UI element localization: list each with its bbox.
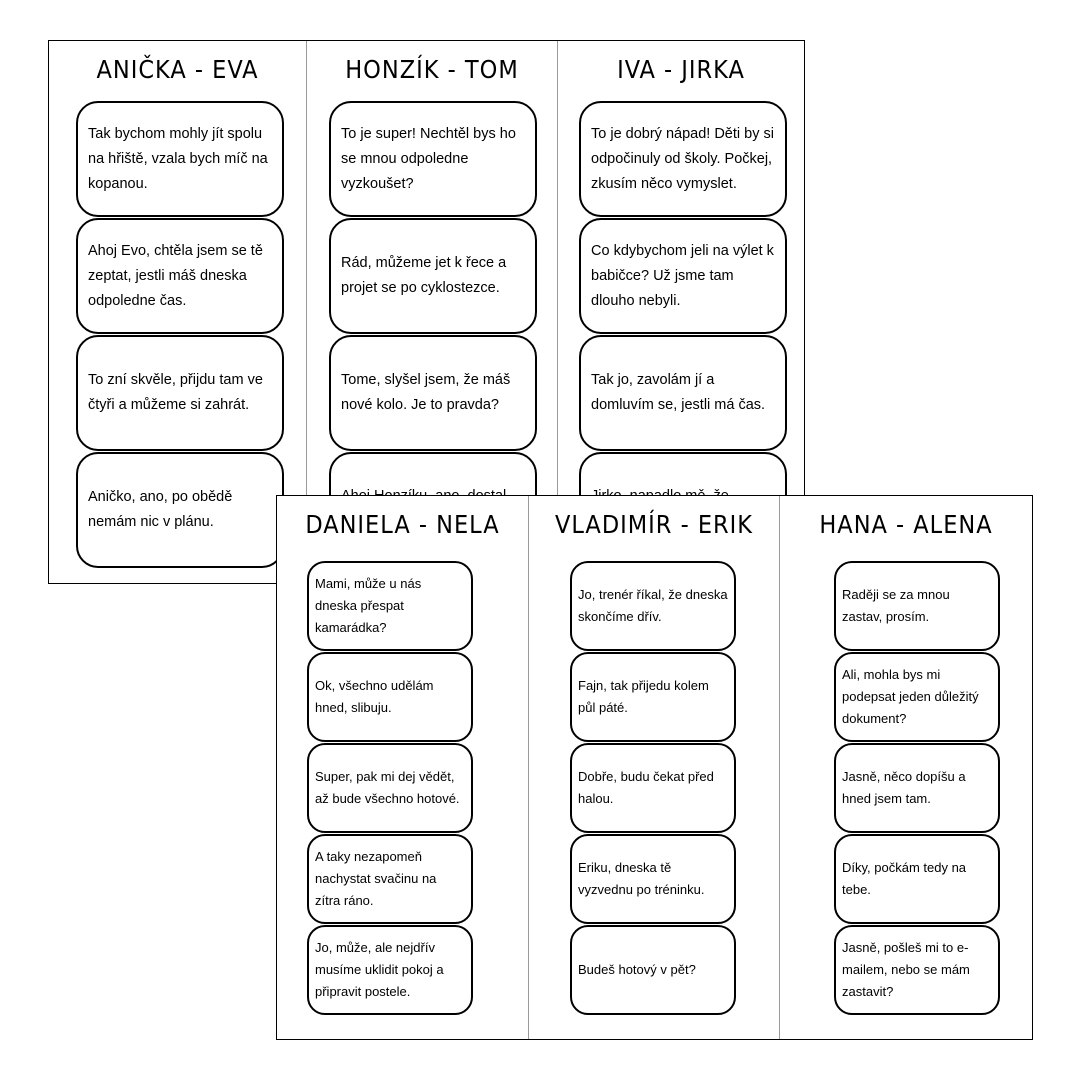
dialogue-card: To je super! Nechtěl bys ho se mnou odpo… — [329, 101, 537, 217]
dialogue-card: Díky, počkám tedy na tebe. — [834, 834, 1000, 924]
dialogue-card: Tak bychom mohly jít spolu na hřiště, vz… — [76, 101, 284, 217]
dialogue-card: Ok, všechno udělám hned, slibuju. — [307, 652, 473, 742]
dialogue-card: Tome, slyšel jsem, že máš nové kolo. Je … — [329, 335, 537, 451]
dialogue-column-daniela-nela: DANIELA - NELA Mami, může u nás dneska p… — [277, 496, 528, 1039]
dialogue-card: To je dobrý nápad! Děti by si odpočinuly… — [579, 101, 787, 217]
column-title: DANIELA - NELA — [305, 510, 500, 539]
column-title: VLADIMÍR - ERIK — [554, 510, 754, 539]
dialogue-card: Rád, můžeme jet k řece a projet se po cy… — [329, 218, 537, 334]
column-title: IVA - JIRKA — [617, 55, 745, 84]
column-title: ANIČKA - EVA — [96, 55, 259, 84]
dialogue-card: Jo, může, ale nejdřív musíme uklidit pok… — [307, 925, 473, 1015]
dialogue-card: Aničko, ano, po obědě nemám nic v plánu. — [76, 452, 284, 568]
dialogue-card: Tak jo, zavolám jí a domluvím se, jestli… — [579, 335, 787, 451]
dialogue-card: Ahoj Evo, chtěla jsem se tě zeptat, jest… — [76, 218, 284, 334]
dialogue-card: Dobře, budu čekat před halou. — [570, 743, 736, 833]
dialogue-sheet-front: DANIELA - NELA Mami, může u nás dneska p… — [276, 495, 1033, 1040]
dialogue-column-anicka-eva: ANIČKA - EVA Tak bychom mohly jít spolu … — [49, 41, 306, 583]
dialogue-column-hana-alena: HANA - ALENA Raději se za mnou zastav, p… — [779, 496, 1032, 1039]
dialogue-card: Budeš hotový v pět? — [570, 925, 736, 1015]
dialogue-card: Super, pak mi dej vědět, až bude všechno… — [307, 743, 473, 833]
dialogue-card: Jo, trenér říkal, že dneska skončíme dří… — [570, 561, 736, 651]
column-title: HONZÍK - TOM — [345, 55, 519, 84]
dialogue-card: A taky nezapomeň nachystat svačinu na zí… — [307, 834, 473, 924]
dialogue-card: Jasně, pošleš mi to e-mailem, nebo se má… — [834, 925, 1000, 1015]
dialogue-card: Eriku, dneska tě vyzvednu po tréninku. — [570, 834, 736, 924]
dialogue-card: Jasně, něco dopíšu a hned jsem tam. — [834, 743, 1000, 833]
dialogue-card: Fajn, tak přijedu kolem půl páté. — [570, 652, 736, 742]
dialogue-card: To zní skvěle, přijdu tam ve čtyři a můž… — [76, 335, 284, 451]
dialogue-sheet-back: ANIČKA - EVA Tak bychom mohly jít spolu … — [48, 40, 805, 584]
dialogue-card: Co kdybychom jeli na výlet k babičce? Už… — [579, 218, 787, 334]
dialogue-card: Mami, může u nás dneska přespat kamarádk… — [307, 561, 473, 651]
dialogue-column-iva-jirka: IVA - JIRKA To je dobrý nápad! Děti by s… — [557, 41, 804, 583]
dialogue-card: Ali, mohla bys mi podepsat jeden důležit… — [834, 652, 1000, 742]
column-title: HANA - ALENA — [819, 510, 993, 539]
dialogue-card: Raději se za mnou zastav, prosím. — [834, 561, 1000, 651]
dialogue-column-vladimir-erik: VLADIMÍR - ERIK Jo, trenér říkal, že dne… — [528, 496, 779, 1039]
